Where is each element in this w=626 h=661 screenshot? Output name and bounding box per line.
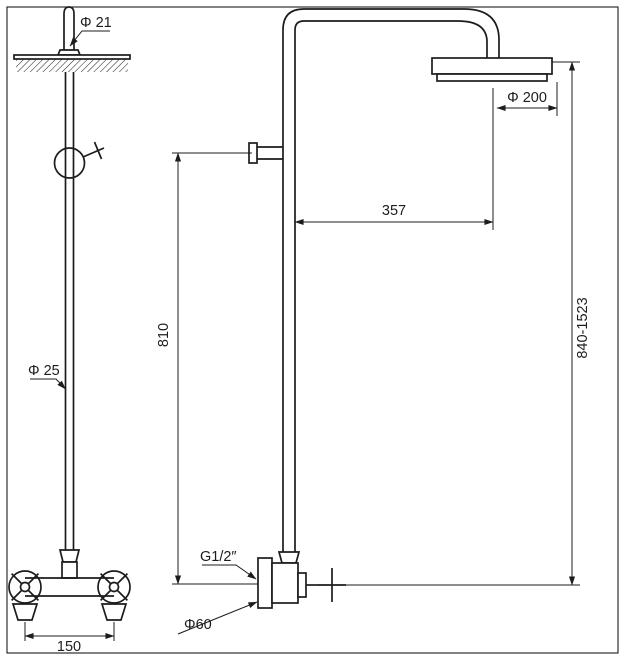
- riser-base-fitting: [61, 561, 78, 579]
- wall-flange-right: [100, 603, 128, 621]
- cross-handle-right-hub: [108, 581, 120, 593]
- mixer-escutcheon: [257, 557, 273, 609]
- dim-head-diameter-label: Φ 200: [507, 90, 547, 106]
- drawing-border: [6, 6, 619, 654]
- cross-handle-left: [8, 570, 42, 621]
- cross-handle-right-rim: [97, 570, 131, 604]
- cross-handle-left-hub: [19, 581, 31, 593]
- dim-riser-diameter-label: Φ 25: [28, 363, 60, 379]
- dim-inlet-spacing-label: 150: [57, 639, 81, 655]
- dim-inlet-thread: G1/2″: [200, 549, 257, 580]
- shower-head-side-body: [431, 57, 553, 75]
- dim-riser-length: 810: [156, 152, 258, 585]
- dim-riser-diameter: Φ 25: [28, 363, 66, 390]
- wall-flange-left: [11, 603, 39, 621]
- riser-base-nut: [58, 549, 81, 563]
- holder-ring: [53, 147, 86, 179]
- dim-escutcheon-leader: [177, 601, 258, 635]
- dim-arm-diameter-label: Φ 21: [80, 15, 112, 31]
- riser-arm-inner-line: [294, 20, 488, 552]
- mixer-body-side: [271, 562, 299, 604]
- holder-handle-stem: [82, 147, 105, 158]
- dim-inlet-thread-leader: [202, 564, 257, 580]
- dim-head-diameter: Φ 200: [496, 82, 558, 116]
- mixer-top-nut: [277, 551, 301, 564]
- dimensions: Φ 21 Φ 200 357 810 840-1523: [24, 15, 591, 655]
- mixer-bonnet: [297, 572, 307, 598]
- mixer-side: [257, 551, 346, 609]
- shower-head-front: [13, 54, 131, 60]
- dim-overall-height: 840-1523: [346, 61, 591, 586]
- riser-arm-outer-line: [282, 8, 500, 552]
- front-view: [8, 6, 131, 621]
- holder-bracket-side: [248, 142, 283, 164]
- holder-handle-crossbar: [93, 141, 103, 160]
- dim-riser-length-label: 810: [156, 323, 172, 347]
- dim-inlet-thread-label: G1/2″: [200, 549, 237, 565]
- dim-overall-height-label: 840-1523: [575, 297, 591, 358]
- dim-arm-diameter: Φ 21: [69, 15, 112, 47]
- dim-inlet-spacing: 150: [24, 622, 115, 655]
- shower-head-face-plate: [436, 73, 548, 82]
- ceiling-arm-pipe: [63, 6, 75, 50]
- cross-handle-right: [97, 570, 131, 621]
- shower-head-nozzle-hatch: [16, 59, 128, 72]
- dim-arm-reach: 357: [294, 88, 494, 230]
- dim-riser-diameter-leader: [30, 378, 66, 390]
- dim-escutcheon-label: Φ60: [184, 617, 212, 633]
- dim-arm-reach-label: 357: [382, 203, 406, 219]
- dim-arm-diameter-leader: [69, 30, 110, 47]
- side-view: [248, 8, 553, 609]
- dim-escutcheon-diameter: Φ60: [177, 601, 258, 635]
- cross-handle-left-rim: [8, 570, 42, 604]
